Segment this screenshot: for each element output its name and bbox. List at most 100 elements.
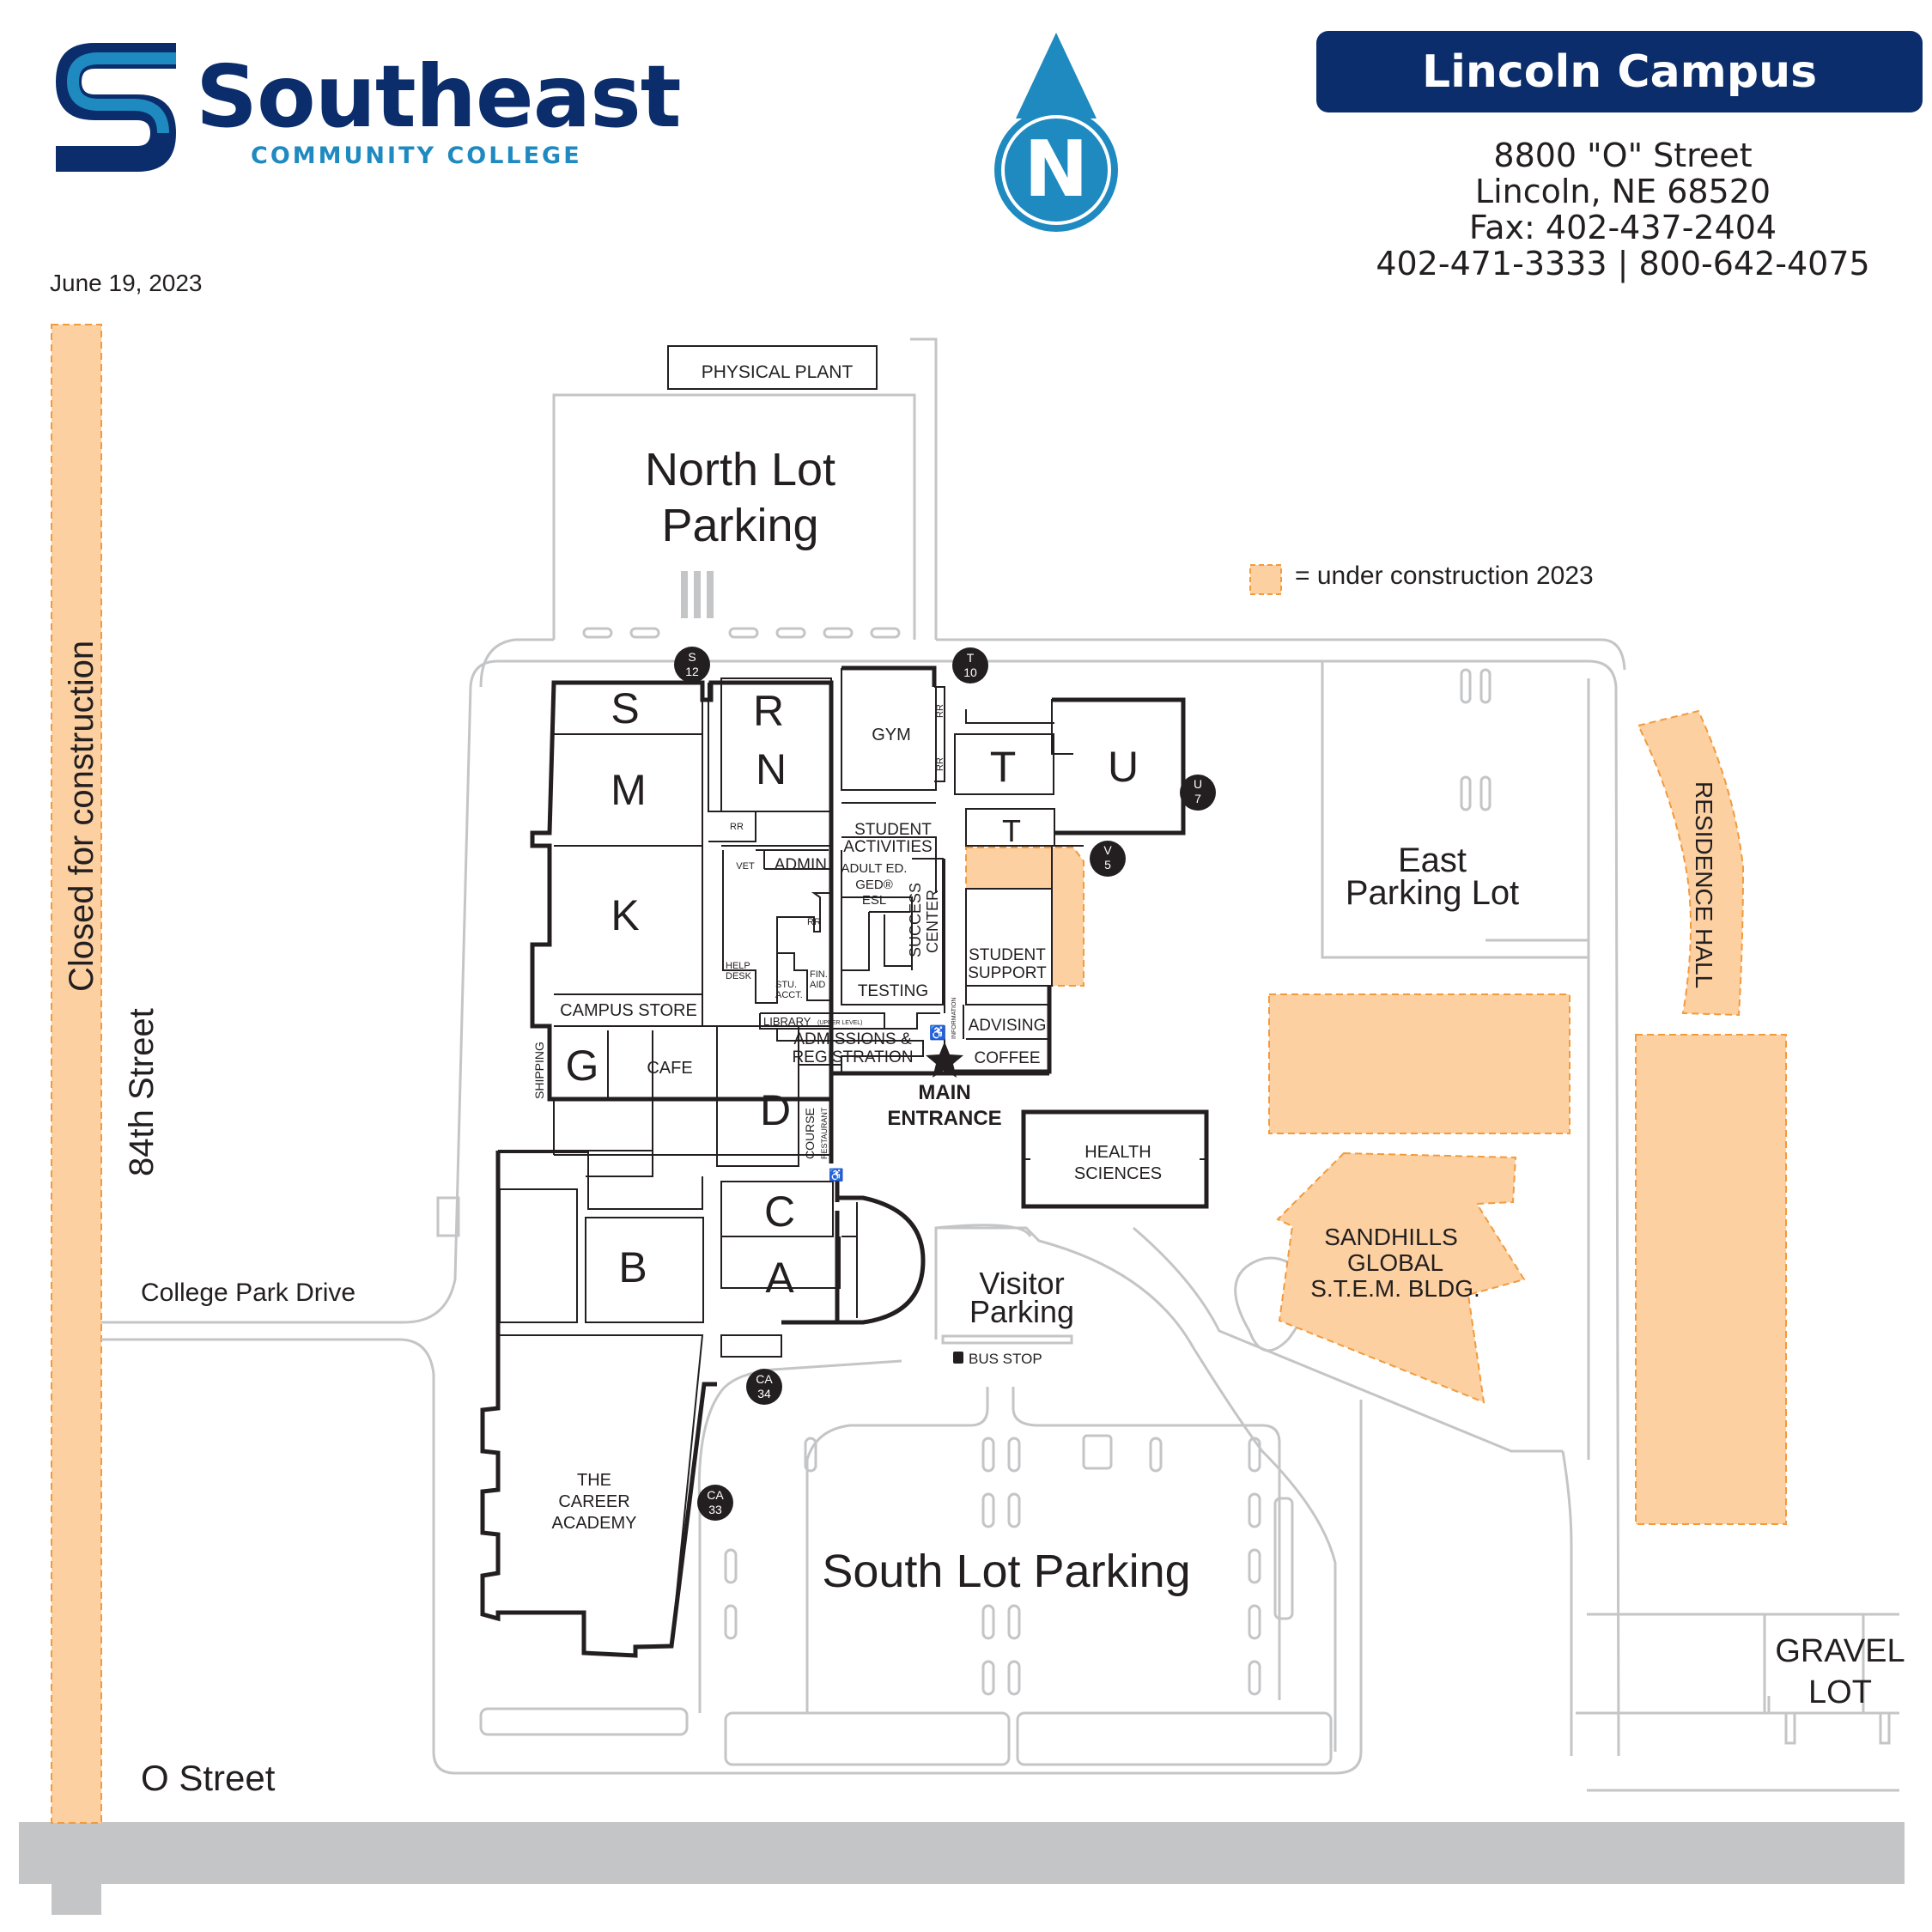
residence-hall-site xyxy=(1637,709,1745,1017)
accessible-icon: ♿ xyxy=(929,1024,946,1041)
ged-label: GED® xyxy=(855,878,893,892)
crosswalk xyxy=(681,571,714,618)
visitor-parking-label: Parking xyxy=(969,1294,1074,1329)
student-support-label: STUDENT xyxy=(969,946,1046,964)
north-compass-icon: N xyxy=(994,33,1118,232)
information-label: INFORMATION xyxy=(951,998,957,1039)
course-restaurant-label: COURSE xyxy=(803,1108,817,1159)
building-t-annex: T xyxy=(1002,813,1021,848)
svg-text:CA: CA xyxy=(707,1488,724,1502)
campus-address: 8800 "O" Street Lincoln, NE 68520 Fax: 4… xyxy=(1340,137,1906,282)
library-label: LIBRARY xyxy=(763,1015,811,1028)
closed-for-construction-label: Closed for construction xyxy=(63,641,100,992)
compass-letter: N xyxy=(1024,125,1088,215)
entrance-ca33: CA 33 xyxy=(697,1485,733,1521)
help-desk-label: DESK xyxy=(726,971,752,981)
stu-acct-label: STU. xyxy=(775,980,797,990)
sandhills-site xyxy=(1276,1151,1526,1404)
cafe-label: CAFE xyxy=(647,1059,692,1078)
health-sciences-label: SCIENCES xyxy=(1074,1164,1162,1183)
lot-labels: North Lot Parking East Parking Lot South… xyxy=(645,444,1905,1710)
svg-text:10: 10 xyxy=(963,665,977,679)
career-academy-label: ACADEMY xyxy=(552,1514,637,1533)
building-t: T xyxy=(990,743,1017,791)
testing-label: TESTING xyxy=(858,982,928,1000)
main-entrance-label: ENTRANCE xyxy=(887,1107,1001,1130)
entrance-s12: S 12 xyxy=(674,647,710,683)
svg-text:CA: CA xyxy=(756,1372,773,1386)
address-line: Lincoln, NE 68520 xyxy=(1474,173,1771,210)
svg-text:5: 5 xyxy=(1104,858,1111,872)
help-desk-label: HELP xyxy=(726,961,750,971)
campus-title-banner: Lincoln Campus xyxy=(1316,31,1923,112)
rr-label: RR xyxy=(935,757,945,771)
entrance-t10: T 10 xyxy=(952,647,988,683)
north-lot-label: North Lot xyxy=(645,444,835,495)
building-c: C xyxy=(764,1188,795,1236)
bus-icon xyxy=(953,1352,963,1364)
building-letters: S R M N K T T U G D C A B xyxy=(566,684,1139,1302)
legend-swatch xyxy=(1249,564,1282,595)
main-entrance-star-icon xyxy=(926,1042,963,1078)
college-park-drive-label: College Park Drive xyxy=(141,1279,355,1307)
advising-label: ADVISING xyxy=(969,1017,1047,1035)
svg-text:V: V xyxy=(1103,843,1112,857)
buildings xyxy=(480,345,1209,1658)
coffee-label: COFFEE xyxy=(974,1049,1040,1067)
north-lot-label: Parking xyxy=(661,500,818,551)
address-line: Fax: 402-437-2404 xyxy=(1468,209,1777,246)
health-sciences-label: HEALTH xyxy=(1084,1143,1151,1162)
admin-label: ADMIN. xyxy=(775,856,832,874)
svg-text:34: 34 xyxy=(757,1387,771,1400)
address-line: 8800 "O" Street xyxy=(1493,137,1753,174)
success-center-label: SUCCESS xyxy=(907,883,924,957)
success-center-label: CENTER xyxy=(924,890,941,953)
entrance-v5: V 5 xyxy=(1090,841,1126,877)
stu-acct-label: ACCT. xyxy=(775,990,803,1000)
building-d: D xyxy=(760,1086,791,1134)
svg-text:S: S xyxy=(688,650,696,664)
rr-label: RR xyxy=(807,917,821,927)
shipping-label: SHIPPING xyxy=(532,1042,546,1099)
career-academy-label: THE xyxy=(577,1471,611,1490)
career-academy-label: CAREER xyxy=(558,1492,629,1511)
84th-street-label: 84th Street xyxy=(123,1008,161,1176)
building-b: B xyxy=(618,1243,647,1291)
building-s: S xyxy=(611,684,639,732)
bus-stop-label: BUS STOP xyxy=(969,1351,1042,1367)
main-entrance-label: MAIN xyxy=(918,1081,970,1104)
east-lot-label: Parking Lot xyxy=(1346,874,1519,912)
esl-label: ESL xyxy=(862,893,886,908)
registration-label: REGISTRATION xyxy=(792,1048,913,1066)
map-date: June 19, 2023 xyxy=(50,270,203,296)
building-labels: PHYSICAL PLANT GYM RR RR RR RR CAMPUS ST… xyxy=(532,362,1717,1533)
building-a: A xyxy=(765,1254,794,1302)
svg-text:7: 7 xyxy=(1194,792,1201,805)
legend-text: = under construction 2023 xyxy=(1295,562,1594,590)
svg-text:T: T xyxy=(967,651,975,665)
campus-roads xyxy=(101,337,1899,1792)
admissions-label: ADMISSIONS & xyxy=(793,1030,912,1048)
entrance-markers: S 12 T 10 U 7 V 5 CA 34 CA 33 xyxy=(674,647,1216,1521)
campus-title: Lincoln Campus xyxy=(1421,46,1818,98)
svg-text:U: U xyxy=(1194,777,1202,791)
parking-stalls xyxy=(436,627,1891,1766)
building-m: M xyxy=(611,766,647,814)
fin-aid-label: FIN. xyxy=(810,969,828,980)
library-note-label: (UPPER LEVEL) xyxy=(817,1020,863,1026)
east-construction-site xyxy=(1268,993,1571,1134)
o-street-label: O Street xyxy=(141,1758,276,1798)
building-g: G xyxy=(566,1042,599,1090)
accessible-icon: ♿ xyxy=(829,1168,843,1182)
svg-text:12: 12 xyxy=(685,665,699,678)
building-r: R xyxy=(753,687,784,735)
brand-name: Southeast xyxy=(196,46,682,147)
gym-label: GYM xyxy=(872,726,911,744)
gravel-lot-label: GRAVEL xyxy=(1775,1633,1905,1669)
o-street-road xyxy=(19,1822,1905,1884)
gravel-lot-label: LOT xyxy=(1808,1674,1872,1710)
student-activities-label: ACTIVITIES xyxy=(843,838,932,856)
brand-subtitle: COMMUNITY COLLEGE xyxy=(251,143,582,169)
building-u: U xyxy=(1108,743,1139,791)
